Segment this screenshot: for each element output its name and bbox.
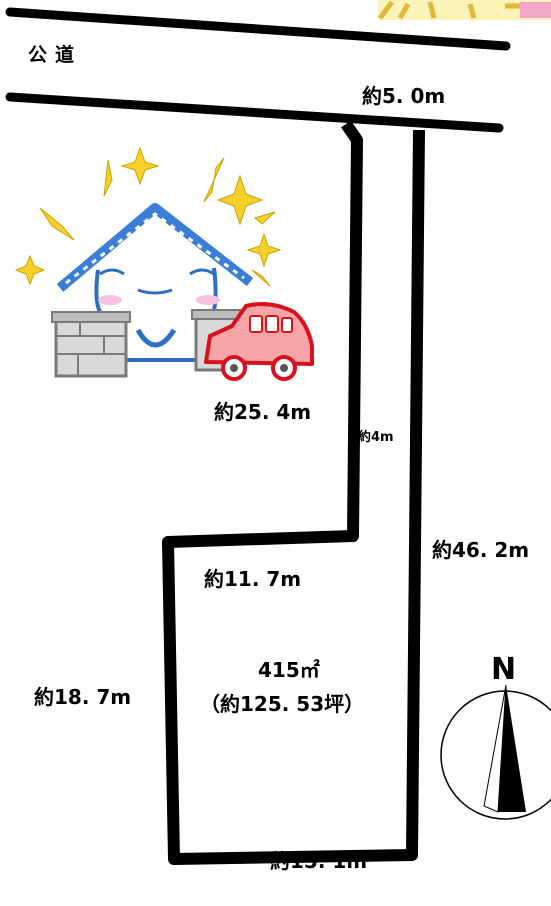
- dimension-road-frontage: 約5. 0m: [362, 84, 446, 108]
- area-sqm: 415㎡: [258, 658, 320, 682]
- dimension-driveway-width: 約4m: [358, 430, 394, 445]
- north-arrow-icon: [440, 684, 551, 820]
- area-tsubo: （約125. 53坪）: [200, 692, 365, 716]
- dimension-bottom: 約15. 1m: [270, 849, 368, 873]
- dimension-right: 約46. 2m: [432, 538, 530, 562]
- north-label: N: [491, 652, 517, 687]
- road-label: 公道: [28, 44, 83, 66]
- road-edge-top: [5, 7, 511, 51]
- road-edge-bottom: [5, 92, 504, 133]
- dimension-left: 約18. 7m: [34, 685, 132, 709]
- sparkle-icons: [14, 146, 282, 287]
- lot-boundary: [162, 120, 425, 865]
- car-icon: [204, 302, 314, 381]
- dimension-inner-top: 約11. 7m: [204, 567, 302, 591]
- house-illustration: [14, 146, 314, 381]
- dimension-upper-left: 約25. 4m: [214, 400, 312, 424]
- corner-decoration: [378, 0, 551, 20]
